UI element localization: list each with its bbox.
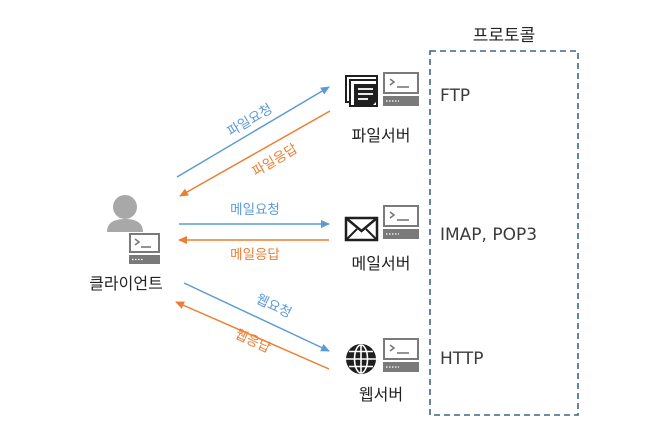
person-icon (107, 195, 143, 232)
file-response-label: 파일응답 (250, 141, 301, 180)
web-response-label: 웹응답 (232, 326, 273, 356)
file-response-arrow (179, 110, 331, 197)
envelope-icon (344, 216, 379, 242)
server-terminal-icon (383, 205, 419, 239)
file-server: 파일서버 FTP (345, 72, 470, 145)
file-server-label: 파일서버 (352, 126, 411, 145)
protocol-box (429, 50, 579, 416)
mail-server-label: 메일서버 (352, 254, 411, 273)
globe-icon (346, 344, 376, 374)
document-icon (345, 75, 378, 107)
mail-server: 메일서버 IMAP, POP3 (344, 205, 537, 273)
web-server-label: 웹서버 (359, 385, 403, 404)
protocol-ftp: FTP (440, 86, 470, 106)
web-response-arrow (175, 301, 330, 370)
server-terminal-icon (383, 72, 419, 106)
client-label: 클라이언트 (89, 274, 163, 293)
protocol-imap-pop3: IMAP, POP3 (440, 225, 537, 245)
mail-request-label: 메일요청 (230, 202, 280, 218)
web-server: 웹서버 HTTP (346, 338, 484, 404)
file-request-arrow (176, 86, 330, 178)
web-request-label: 웹요청 (253, 291, 294, 321)
server-terminal-icon (383, 338, 419, 372)
mail-response-label: 메일응답 (230, 247, 280, 263)
web-request-arrow (183, 282, 330, 352)
client: 클라이언트 (89, 195, 163, 293)
protocol-http: HTTP (440, 349, 484, 369)
protocol-box-title: 프로토콜 (473, 26, 536, 46)
terminal-icon (129, 233, 160, 264)
